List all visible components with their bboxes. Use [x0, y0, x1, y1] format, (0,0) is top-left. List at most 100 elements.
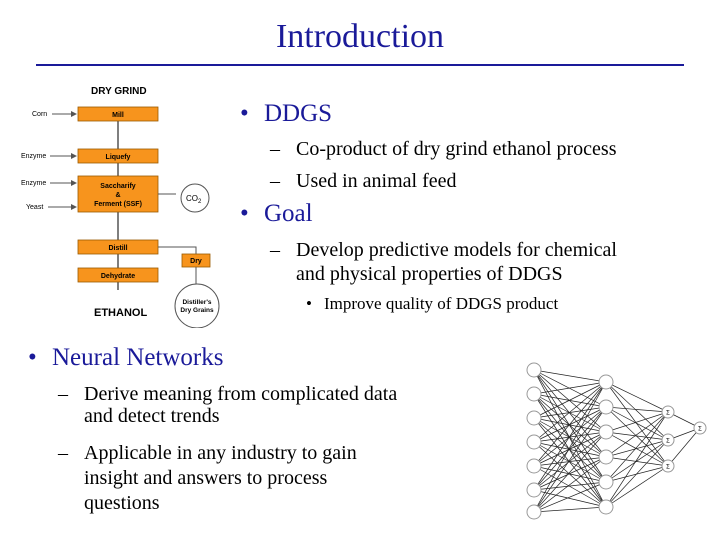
nn-point-2-line-1: Applicable in any industry to gain: [84, 442, 357, 464]
ddgs-label-2: Dry Grains: [180, 307, 214, 314]
network-edge: [605, 411, 669, 483]
ddgs-heading: • DDGS: [240, 100, 332, 128]
network-node-layer-4: [693, 421, 707, 435]
network-edge: [533, 417, 607, 433]
ddgs-label-1: Distiller's: [182, 299, 211, 306]
network-edge: [605, 381, 669, 413]
dash: –: [58, 442, 68, 464]
step-distill: Distill: [77, 239, 159, 255]
nn-point-1: –Derive meaning from complicated data an…: [58, 383, 397, 427]
network-edge: [533, 417, 607, 508]
network-edge: [533, 381, 607, 419]
network-node-layer-1: [526, 434, 542, 450]
network-edge: [533, 456, 607, 491]
network-edge: [533, 369, 607, 408]
network-node-layer-2: [598, 499, 614, 515]
step-ssf-label-1: Saccharify: [100, 183, 136, 190]
dry-grind-diagram: DRY GRIND Corn Enzyme Enzyme Yeast Mill …: [21, 86, 220, 328]
network-edge: [533, 431, 607, 513]
nn-point-2: –Applicable in any industry to gain insi…: [58, 441, 357, 516]
dash: –: [270, 239, 280, 261]
network-node-layer-1: [526, 482, 542, 498]
dry-box: Dry: [181, 253, 211, 268]
nn-point-1-line-2: and detect trends: [84, 405, 220, 427]
network-edge: [605, 439, 669, 458]
step-ssf-label-3: Ferment (SSF): [94, 201, 142, 208]
network-edge: [605, 381, 669, 467]
ddgs-point-2: –Used in animal feed: [270, 170, 457, 193]
network-edge: [605, 406, 669, 467]
goal-heading: • Goal: [240, 200, 313, 228]
dry-label: Dry: [190, 258, 202, 265]
network-edge: [605, 406, 669, 413]
output-node-label: Σ: [698, 427, 702, 433]
goal-point-line-1: Develop predictive models for chemical: [296, 239, 617, 261]
network-node-layer-3: [661, 405, 675, 419]
network-edge: [605, 439, 669, 508]
svg-text:CO2: CO2: [186, 194, 202, 205]
network-edge: [533, 369, 607, 458]
nn-point-1-line-1: Derive meaning from complicated data: [84, 383, 398, 405]
network-node-layer-1: [526, 386, 542, 402]
nn-point-2-line-2: insight and answers to process: [84, 467, 328, 489]
network-edge: [533, 489, 607, 508]
hidden-node-label: Σ: [666, 411, 670, 417]
network-node-layer-2: [598, 474, 614, 490]
network-node-layer-1: [526, 458, 542, 474]
network-edge: [533, 406, 607, 419]
bullet: •: [240, 100, 249, 127]
goal-sub-point: •Improve quality of DDGS product: [306, 294, 558, 314]
network-edge: [533, 406, 607, 491]
network-edge: [533, 481, 607, 491]
network-edge: [533, 393, 607, 458]
network-edge: [533, 465, 607, 508]
title-underline: [36, 64, 684, 66]
input-corn-label: Corn: [32, 111, 47, 118]
step-liquefy-label: Liquefy: [106, 154, 131, 161]
network-edge: [605, 431, 669, 441]
network-edge: [533, 456, 607, 513]
network-edge: [533, 381, 607, 443]
bullet: •: [240, 200, 249, 227]
dry-grind-title: DRY GRIND: [91, 86, 147, 97]
ddgs-point-2-text: Used in animal feed: [296, 170, 457, 192]
step-mill-label: Mill: [112, 112, 124, 119]
bullet: •: [28, 344, 37, 371]
co2-output: CO2: [180, 183, 210, 213]
ddgs-output: Distiller's Dry Grains: [174, 283, 220, 328]
network-edge: [533, 393, 607, 483]
network-edge: [533, 441, 607, 458]
ethanol-label: ETHANOL: [94, 307, 147, 319]
input-enzyme2-label: Enzyme: [21, 180, 46, 187]
network-edge: [605, 431, 669, 467]
network-node-layer-1: [526, 410, 542, 426]
ddgs-point-1: –Co-product of dry grind ethanol process: [270, 138, 616, 161]
dash: –: [270, 170, 280, 192]
network-edge: [667, 427, 701, 467]
dash: –: [270, 138, 280, 160]
network-edge: [533, 465, 607, 483]
network-edge: [533, 417, 607, 483]
goal-heading-text: Goal: [264, 200, 313, 227]
step-liquefy: Liquefy: [77, 148, 159, 164]
network-edge: [533, 406, 607, 513]
step-dehydrate: Dehydrate: [77, 267, 159, 283]
network-edge: [533, 381, 607, 467]
network-node-layer-3: [661, 433, 675, 447]
network-edge: [533, 441, 607, 508]
ddgs-heading-text: DDGS: [264, 100, 333, 127]
network-edges: [533, 369, 701, 513]
co2-subscript: 2: [198, 199, 202, 205]
ddgs-point-1-text: Co-product of dry grind ethanol process: [296, 138, 617, 160]
network-edge: [533, 393, 607, 433]
network-edge: [533, 431, 607, 443]
dry-branch-line: [158, 246, 197, 254]
network-edge: [605, 465, 669, 508]
network-node-layer-2: [598, 374, 614, 390]
network-edge: [533, 369, 607, 433]
step-dehydrate-label: Dehydrate: [101, 273, 135, 280]
network-edge: [605, 411, 669, 508]
network-edge: [533, 393, 607, 508]
